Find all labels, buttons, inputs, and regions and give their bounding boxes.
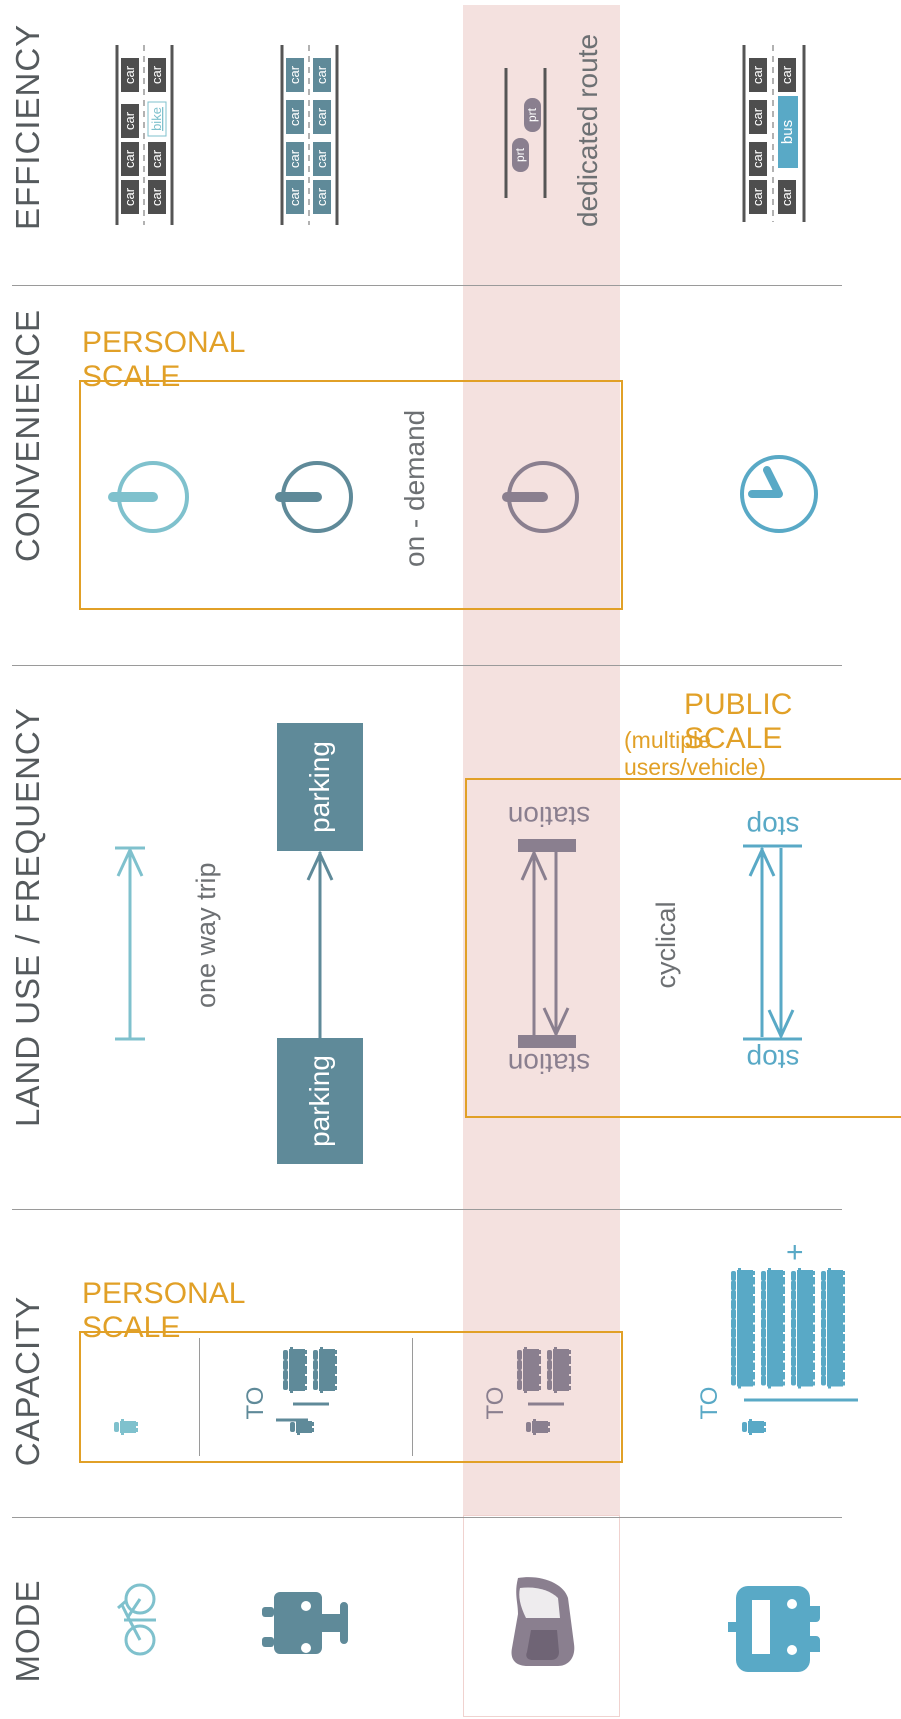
one-way-arrow-bike <box>115 846 145 1041</box>
divider-convenience <box>12 665 842 666</box>
parking-box-bottom: parking <box>277 1038 363 1164</box>
stop-arrows-bus <box>743 844 802 1041</box>
one-way-arrow-car <box>306 850 334 1038</box>
personal-scale-box-convenience <box>79 380 623 610</box>
capacity-people <box>114 1268 858 1435</box>
svg-text:car: car <box>314 107 329 126</box>
efficiency-lanes: car car car car car bike car car car car… <box>115 45 806 225</box>
svg-text:car: car <box>779 187 794 206</box>
personal-scale-title-capacity: PERSONAL SCALE <box>82 1277 245 1344</box>
svg-text:car: car <box>750 107 765 126</box>
svg-text:prt: prt <box>513 147 527 162</box>
prt-pod-icon <box>511 1577 575 1666</box>
svg-text:car: car <box>122 111 137 130</box>
public-scale-title: PUBLIC SCALE <box>684 688 793 755</box>
bus-lane: car car car car car bus car <box>749 58 798 214</box>
parking-box-top: parking <box>277 723 363 851</box>
svg-text:car: car <box>750 187 765 206</box>
station-arrows-prt <box>518 839 576 1048</box>
car-lane-1: car car car car car bike car car <box>121 58 167 214</box>
plus-label-bus: + <box>786 1236 804 1269</box>
svg-text:car: car <box>314 65 329 84</box>
capacity-divider-1 <box>199 1338 200 1456</box>
prt-highlight-column <box>463 5 620 1515</box>
svg-text:car: car <box>149 187 164 206</box>
svg-text:prt: prt <box>525 107 539 122</box>
divider-capacity <box>12 1517 842 1518</box>
personal-scale-title-convenience: PERSONAL SCALE <box>82 326 245 393</box>
svg-text:car: car <box>149 65 164 84</box>
personal-scale-box-capacity <box>79 1331 623 1463</box>
bicycle-icon <box>117 1583 156 1656</box>
svg-text:car: car <box>287 107 302 126</box>
svg-text:car: car <box>314 187 329 206</box>
prt-vehicles: prt prt <box>512 98 541 172</box>
divider-efficiency <box>12 285 842 286</box>
bus-icon <box>728 1586 820 1672</box>
public-scale-subtitle: (multiple users/vehicle) <box>624 727 766 780</box>
car-lane-2: car car car car car car car car <box>286 58 331 214</box>
svg-text:car: car <box>149 149 164 168</box>
land-use-arrows <box>115 839 802 1048</box>
convenience-icons <box>108 455 818 533</box>
power-icon-prt <box>502 461 579 533</box>
svg-text:car: car <box>122 187 137 206</box>
svg-text:car: car <box>287 149 302 168</box>
clock-icon-bus <box>740 455 818 533</box>
svg-text:car: car <box>750 149 765 168</box>
svg-text:car: car <box>750 65 765 84</box>
svg-text:car: car <box>122 149 137 168</box>
power-icon-car <box>275 461 353 533</box>
divider-land-use <box>12 1209 842 1210</box>
svg-text:bike: bike <box>149 107 164 131</box>
svg-text:car: car <box>314 149 329 168</box>
svg-text:bus: bus <box>779 120 796 144</box>
svg-text:car: car <box>122 65 137 84</box>
power-icon-bike <box>108 461 189 533</box>
svg-text:car: car <box>287 65 302 84</box>
car-icon <box>262 1592 348 1654</box>
svg-text:car: car <box>287 187 302 206</box>
svg-text:car: car <box>779 65 794 84</box>
public-scale-box <box>465 778 901 1118</box>
capacity-divider-2 <box>412 1338 413 1456</box>
